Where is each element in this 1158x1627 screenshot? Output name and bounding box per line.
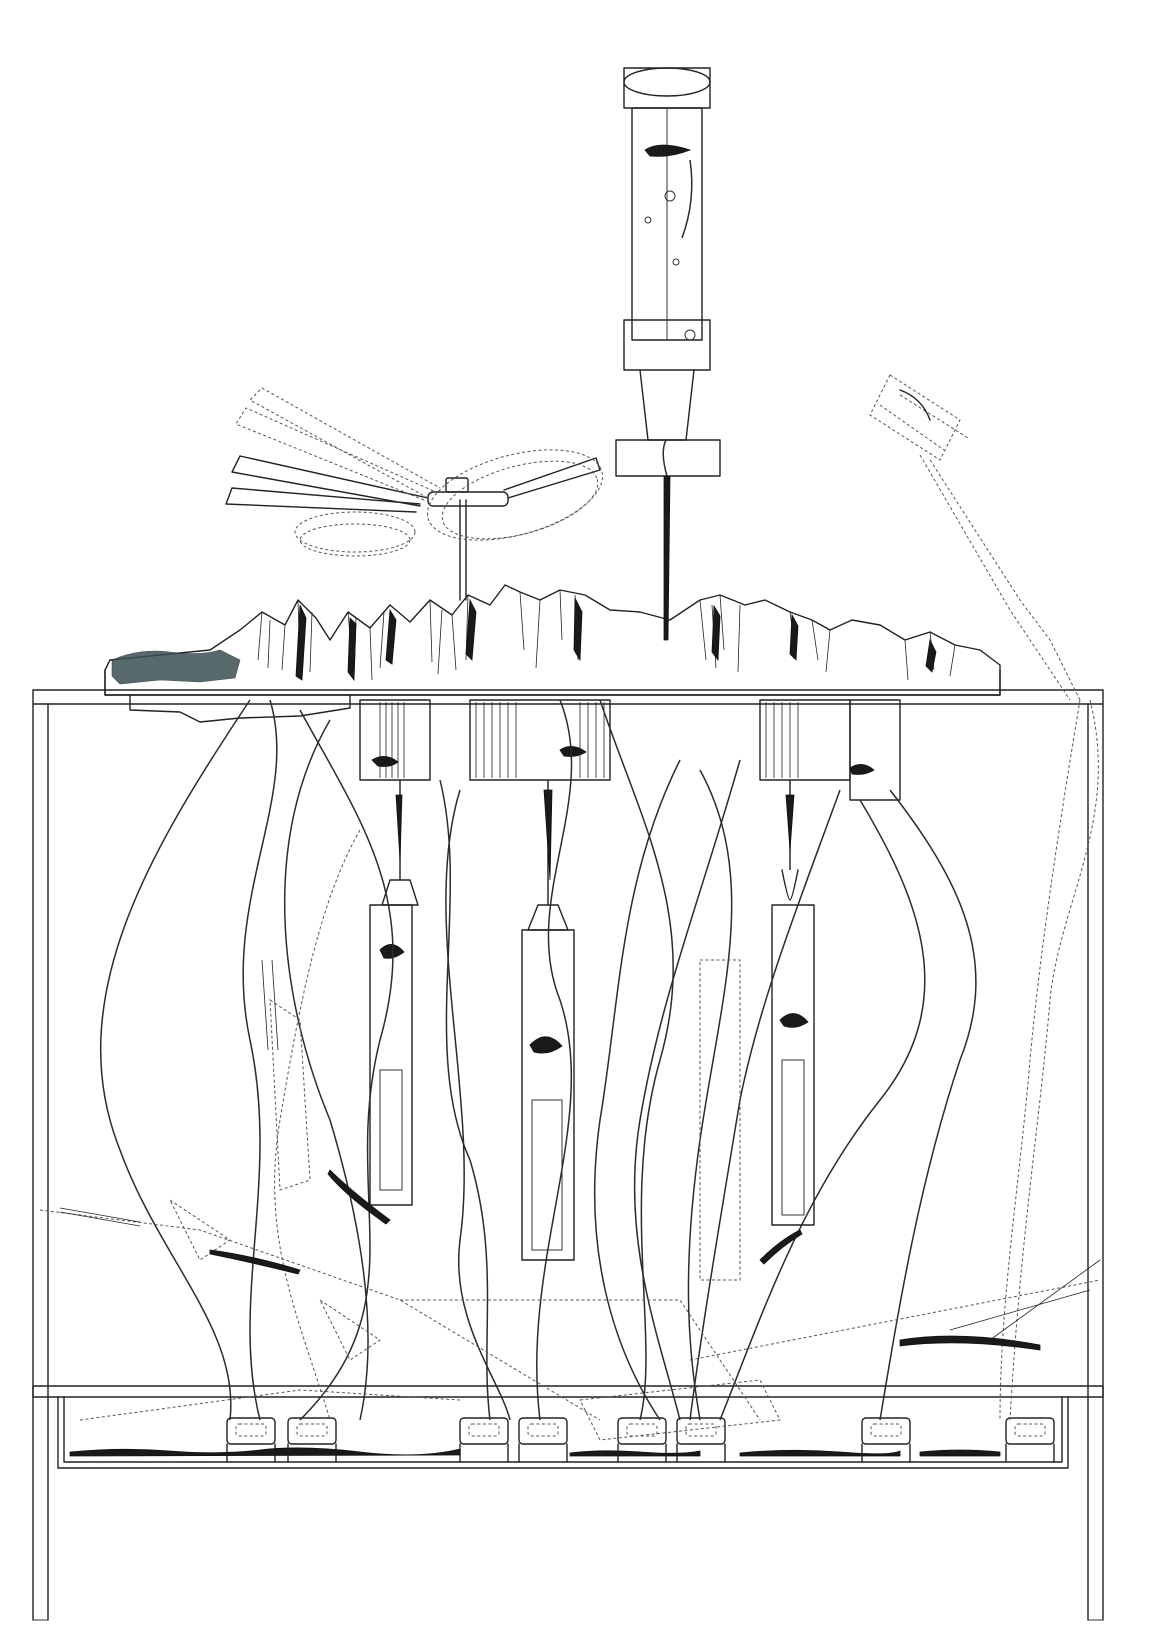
terrain-underside bbox=[129, 694, 901, 801]
vial-right bbox=[771, 780, 815, 1226]
liquid-bottle bbox=[615, 67, 721, 641]
debris-splatter bbox=[59, 959, 1101, 1351]
cabinet-frame bbox=[32, 689, 1104, 1621]
tubing-bundle bbox=[39, 699, 1101, 1441]
hanging-vials bbox=[369, 780, 815, 1261]
tilted-element bbox=[869, 374, 1081, 701]
bottom-tray bbox=[57, 1396, 1069, 1469]
terrain-landscape bbox=[104, 584, 1001, 801]
propeller-assembly bbox=[225, 387, 604, 601]
vial-left bbox=[369, 780, 419, 1206]
